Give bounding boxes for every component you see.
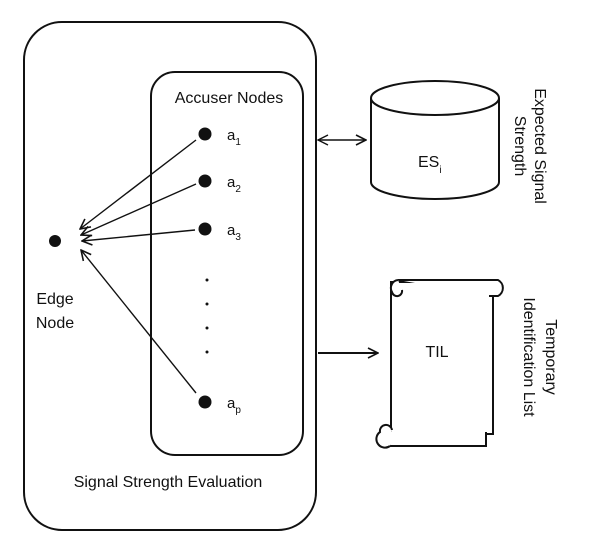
arrow-ap-to-edge (81, 250, 197, 394)
scroll-document-icon (375, 279, 504, 449)
accuser-nodes-box (150, 71, 304, 456)
temporary-identification-list-line2: Identification List (520, 297, 537, 417)
accuser-nodes-title: Accuser Nodes (175, 90, 284, 107)
edge-node-label-line2: Node (36, 315, 74, 332)
database-cylinder-icon (370, 80, 500, 200)
signal-strength-evaluation-box (23, 21, 317, 531)
temporary-identification-list-line1: Temporary (542, 319, 559, 395)
til-label: TIL (425, 344, 448, 361)
accuser-node-a2 (198, 174, 212, 188)
arrow-a3-to-edge (82, 229, 196, 241)
accuser-label-ap: ap (227, 395, 241, 416)
arrow-a2-to-edge (81, 183, 197, 235)
accuser-node-ap (198, 395, 212, 409)
ellipsis-dots (205, 278, 209, 354)
accuser-label-a3: a3 (227, 222, 241, 243)
edge-node-label-line1: Edge (36, 291, 73, 308)
accuser-node-a1 (198, 127, 212, 141)
edge-node (49, 235, 61, 247)
signal-strength-evaluation-title: Signal Strength Evaluation (74, 474, 263, 491)
accuser-label-a1: a1 (227, 127, 241, 148)
database-label: ESi (418, 154, 442, 176)
accuser-node-a3 (198, 222, 212, 236)
expected-signal-strength-line2: Strength (511, 116, 528, 176)
arrow-a1-to-edge (80, 139, 197, 229)
accuser-label-a2: a2 (227, 174, 241, 195)
expected-signal-strength-line1: Expected Signal (531, 88, 548, 204)
